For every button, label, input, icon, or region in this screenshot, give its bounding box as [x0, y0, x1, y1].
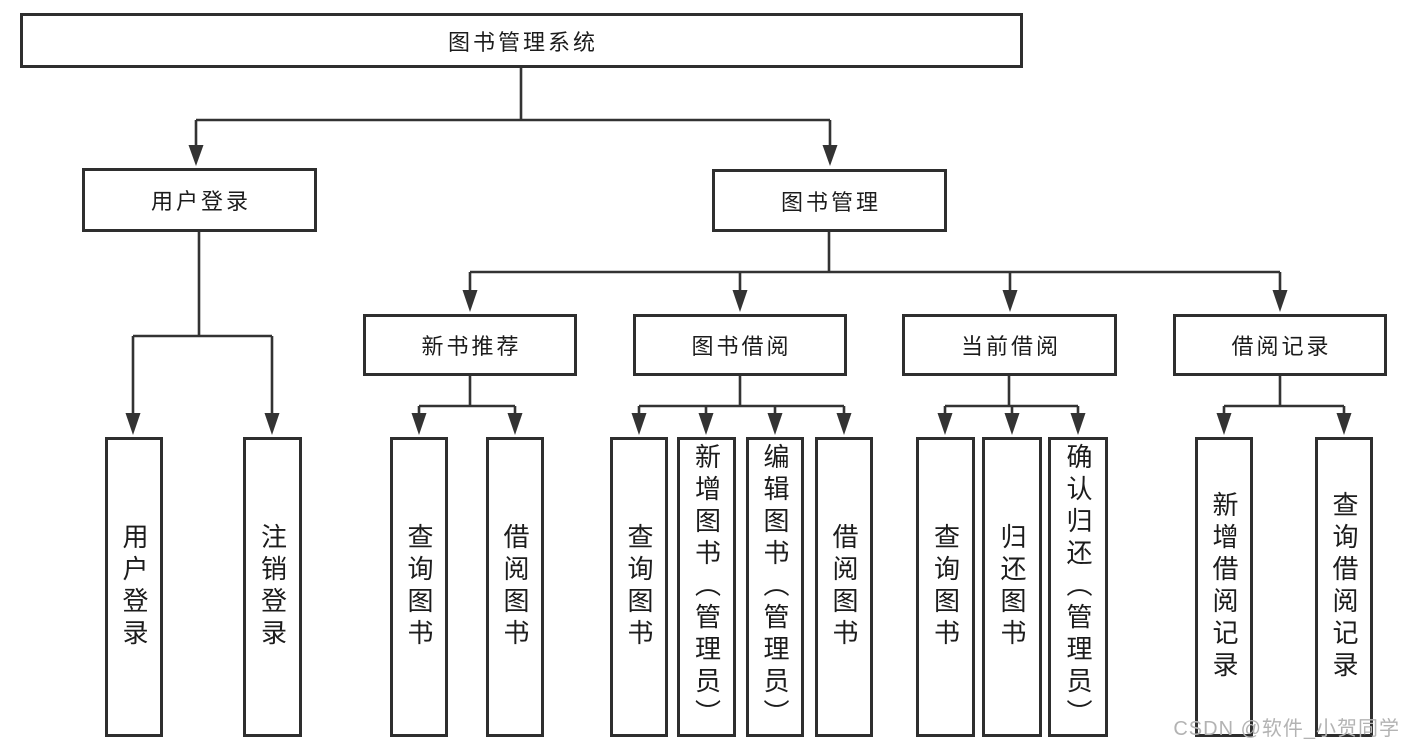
node-label: 编辑图书（管理员） — [760, 443, 790, 731]
node-new-book-recommend: 新书推荐 — [363, 314, 577, 376]
node-user-login-action: 用户登录 — [105, 437, 163, 737]
arrow-down-icon — [1336, 413, 1352, 435]
node-label: 查询图书 — [404, 523, 434, 651]
arrow-down-icon — [698, 413, 714, 435]
arrow-down-icon — [1216, 413, 1232, 435]
edge-book-management-to-level3 — [468, 232, 1282, 294]
node-current-confirm-return-admin: 确认归还（管理员） — [1048, 437, 1108, 737]
node-borrow-query-books: 查询图书 — [610, 437, 668, 737]
node-label: 查询图书 — [930, 523, 961, 651]
edge-user-login-to-leaves — [131, 232, 274, 418]
node-label: 借阅记录 — [1231, 334, 1332, 359]
node-book-management: 图书管理 — [712, 169, 947, 232]
node-label: 图书管理系统 — [447, 29, 598, 55]
node-label: 查询图书 — [624, 523, 654, 651]
arrowheads — [125, 145, 1352, 435]
node-label: 借阅图书 — [829, 523, 859, 651]
arrow-down-icon — [767, 413, 783, 435]
node-label: 新书推荐 — [421, 334, 522, 359]
node-current-return-books: 归还图书 — [982, 437, 1042, 737]
node-record-query-borrow-record: 查询借阅记录 — [1315, 437, 1373, 737]
node-label: 确认归还（管理员） — [1063, 443, 1093, 731]
arrow-down-icon — [1272, 290, 1288, 312]
node-newbook-borrow-books: 借阅图书 — [486, 437, 544, 737]
node-newbook-query-books: 查询图书 — [390, 437, 448, 737]
arrow-down-icon — [411, 413, 427, 435]
node-label: 当前借阅 — [960, 334, 1061, 359]
arrow-down-icon — [822, 145, 838, 166]
arrow-down-icon — [937, 413, 953, 435]
node-label: 图书管理 — [780, 189, 881, 215]
node-label: 用户登录 — [119, 523, 149, 651]
arrow-down-icon — [188, 145, 204, 166]
arrow-down-icon — [462, 290, 478, 312]
node-label: 查询借阅记录 — [1329, 491, 1359, 683]
node-borrow-add-books-admin: 新增图书（管理员） — [677, 437, 736, 737]
edge-book-borrow-to-leaves — [637, 376, 846, 418]
arrow-down-icon — [1002, 290, 1018, 312]
edge-borrow-record-to-leaves — [1222, 376, 1346, 418]
node-label: 注销登录 — [257, 523, 288, 651]
node-borrow-record: 借阅记录 — [1173, 314, 1387, 376]
csdn-watermark: CSDN @软件_小贺同学 — [1173, 718, 1400, 740]
node-borrow-borrow-books: 借阅图书 — [815, 437, 873, 737]
node-current-borrow: 当前借阅 — [902, 314, 1117, 376]
edge-current-borrow-to-leaves — [943, 376, 1080, 418]
arrow-down-icon — [1004, 413, 1020, 435]
node-label: 新增借阅记录 — [1209, 491, 1239, 683]
node-library-system: 图书管理系统 — [20, 13, 1023, 68]
arrow-down-icon — [264, 413, 280, 435]
arrow-down-icon — [1070, 413, 1086, 435]
arrow-down-icon — [507, 413, 523, 435]
arrow-down-icon — [836, 413, 852, 435]
node-label: 借阅图书 — [500, 523, 530, 651]
node-label: 用户登录 — [150, 189, 251, 214]
node-book-borrow: 图书借阅 — [633, 314, 847, 376]
node-label: 归还图书 — [997, 523, 1027, 651]
edges — [131, 68, 1346, 418]
node-label: 图书借阅 — [691, 334, 792, 359]
arrow-down-icon — [732, 290, 748, 312]
node-label: 新增图书（管理员） — [691, 443, 722, 731]
edge-root-to-level2 — [194, 68, 832, 150]
node-record-add-borrow-record: 新增借阅记录 — [1195, 437, 1253, 737]
node-current-query-books: 查询图书 — [916, 437, 975, 737]
edge-new-book-to-leaves — [417, 376, 517, 418]
arrow-down-icon — [125, 413, 141, 435]
node-borrow-edit-books-admin: 编辑图书（管理员） — [746, 437, 804, 737]
node-user-login: 用户登录 — [82, 168, 317, 232]
node-logout: 注销登录 — [243, 437, 302, 737]
arrow-down-icon — [631, 413, 647, 435]
